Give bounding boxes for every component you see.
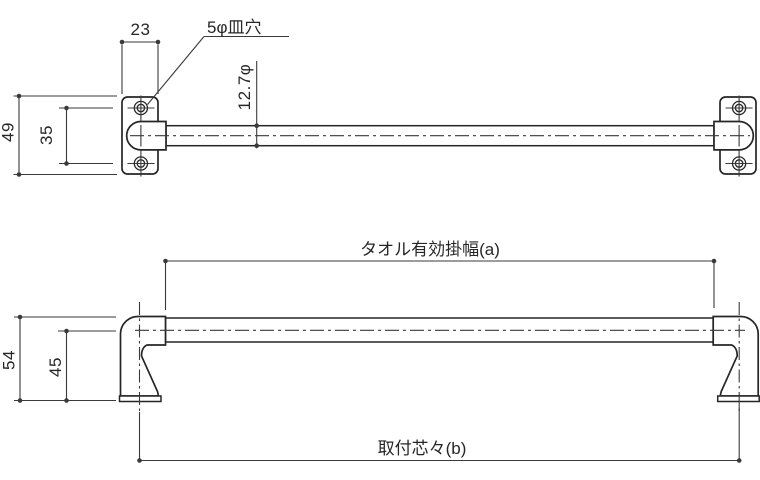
dim-dot	[17, 398, 23, 403]
dim-text-bracket-height: 54	[0, 350, 19, 370]
dim-dot	[254, 143, 259, 148]
dim-dot	[137, 458, 142, 463]
dim-dot	[163, 258, 168, 264]
callout-countersunk-hole: 5φ皿穴	[147, 18, 289, 105]
dimension-mounting-pitch: 取付芯々(b)	[137, 405, 742, 463]
dim-dot	[736, 458, 742, 463]
dimension-bar-diameter: 12.7φ	[235, 61, 259, 149]
dim-text-effective-width: タオル有効掛幅(a)	[360, 240, 500, 259]
left-bracket-foot	[118, 395, 162, 403]
dimension-center-height: 45	[46, 328, 116, 403]
dim-text-plate-width: 23	[131, 20, 151, 39]
callout-text-countersunk: 5φ皿穴	[207, 18, 261, 37]
dim-text-bar-diameter: 12.7φ	[235, 64, 254, 111]
dim-dot	[711, 258, 717, 264]
left-bracket-boss	[125, 120, 167, 151]
right-bracket-profile	[712, 315, 760, 397]
dimension-plate-width: 23	[119, 20, 161, 94]
dim-dot	[64, 161, 69, 166]
dimension-plate-height: 49	[0, 93, 117, 177]
dim-dot	[64, 105, 69, 111]
dim-dot	[64, 398, 69, 403]
dim-dot	[155, 39, 161, 45]
dimension-effective-width: タオル有効掛幅(a)	[163, 240, 717, 310]
top-view: 23 49 35 5φ皿穴	[0, 18, 757, 177]
dim-dot	[17, 314, 23, 320]
leader-line	[147, 36, 205, 105]
dim-text-center-height: 45	[46, 357, 65, 377]
front-view: 54 45 タオル有効掛幅(a) 取付芯々(b)	[0, 240, 760, 463]
dim-text-mounting-pitch: 取付芯々(b)	[378, 439, 467, 458]
right-bracket-foot	[716, 395, 760, 403]
left-bracket-profile	[119, 315, 167, 397]
dim-dot	[119, 39, 125, 45]
dim-text-hole-pitch: 35	[37, 125, 56, 145]
dim-dot	[16, 172, 22, 177]
dim-dot	[64, 328, 69, 334]
dim-dot	[16, 93, 22, 99]
dim-text-plate-height: 49	[0, 122, 18, 142]
dimension-hole-pitch: 35	[37, 105, 113, 166]
dim-dot	[254, 123, 259, 128]
